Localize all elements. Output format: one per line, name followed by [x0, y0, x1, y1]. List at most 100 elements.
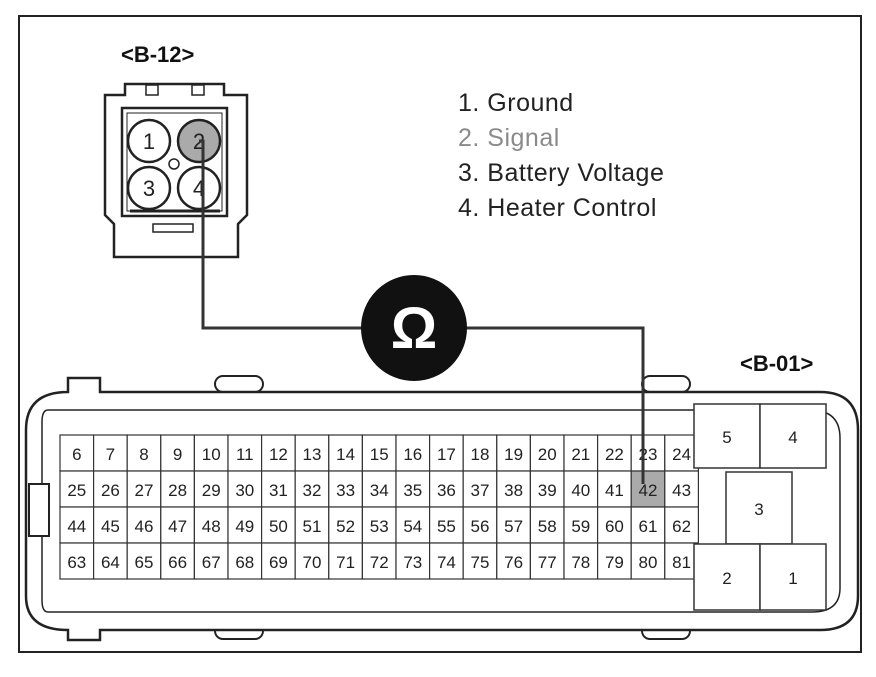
legend-item-battery-voltage: 3. Battery Voltage — [458, 159, 665, 187]
pin-number: 29 — [202, 481, 221, 500]
connector-b01-power-pin-3: 3 — [725, 471, 793, 545]
connector-b12-label: <B-12> — [121, 42, 195, 67]
connector-b01-pin-30: 30 — [227, 470, 263, 508]
pin-number: 3 — [143, 176, 155, 201]
connector-b01-pin-78: 78 — [563, 542, 599, 580]
pin-number: 39 — [538, 481, 557, 500]
pin-number: 74 — [437, 553, 456, 572]
pin-number: 75 — [471, 553, 490, 572]
pin-number: 26 — [101, 481, 120, 500]
pin-number: 32 — [303, 481, 322, 500]
connector-b01-pin-32: 32 — [294, 470, 330, 508]
pin-number: 28 — [168, 481, 187, 500]
pin-number: 24 — [672, 445, 691, 464]
pin-number: 16 — [403, 445, 422, 464]
pin-number: 57 — [504, 517, 523, 536]
pin-number: 40 — [571, 481, 590, 500]
pin-number: 50 — [269, 517, 288, 536]
connector-b01-pin-68: 68 — [227, 542, 263, 580]
pin-number: 36 — [437, 481, 456, 500]
connector-b01-pin-33: 33 — [328, 470, 363, 508]
connector-b01-pin-63: 63 — [59, 542, 95, 580]
connector-b01-pin-40: 40 — [563, 470, 599, 508]
pin-number: 37 — [471, 481, 490, 500]
connector-b01-pin-18: 18 — [462, 434, 498, 472]
pin-number: 45 — [101, 517, 120, 536]
connector-b01-pin-20: 20 — [529, 434, 565, 472]
pin-number: 61 — [639, 517, 658, 536]
pin-number: 78 — [571, 553, 590, 572]
pin-number: 81 — [672, 553, 691, 572]
connector-b12-pin-3: 3 — [126, 165, 172, 211]
pin-number: 11 — [236, 445, 254, 464]
pin-number: 49 — [235, 517, 254, 536]
connector-b01-pin-65: 65 — [126, 542, 162, 580]
pin-number: 67 — [202, 553, 221, 572]
pin-number: 7 — [106, 445, 115, 464]
connector-b12-body — [103, 82, 249, 259]
pin-number: 55 — [437, 517, 456, 536]
pin-number: 15 — [370, 445, 389, 464]
connector-b01-pin-43: 43 — [664, 470, 699, 508]
connector-b12-pin-1: 1 — [126, 118, 172, 164]
pin-number: 12 — [269, 445, 288, 464]
ohm-symbol: Ω — [391, 296, 438, 361]
legend-item-heater-control: 4. Heater Control — [458, 194, 657, 222]
pin-number: 4 — [788, 428, 797, 447]
pin-number: 80 — [639, 553, 658, 572]
pin-number: 8 — [139, 445, 148, 464]
connector-b01-pin-14: 14 — [328, 434, 363, 472]
pin-number: 30 — [235, 481, 254, 500]
connector-b01-pin-27: 27 — [126, 470, 162, 508]
connector-b01-pin-72: 72 — [361, 542, 397, 580]
connector-b01-pin-47: 47 — [160, 506, 196, 544]
connector-b01-pin-51: 51 — [294, 506, 330, 544]
pin-number: 34 — [370, 481, 389, 500]
connector-b01-pin-53: 53 — [361, 506, 397, 544]
pin-number: 79 — [605, 553, 624, 572]
connector-b01-power-pin-1: 1 — [759, 543, 827, 611]
connector-b01-pin-50: 50 — [261, 506, 296, 544]
pin-number: 65 — [135, 553, 154, 572]
connector-b01-pin-54: 54 — [395, 506, 431, 544]
connector-b01-pin-80: 80 — [630, 542, 666, 580]
pin-number: 77 — [538, 553, 557, 572]
connector-b01-pin-58: 58 — [529, 506, 565, 544]
pin-number: 23 — [639, 445, 658, 464]
connector-b01-pin-77: 77 — [529, 542, 565, 580]
connector-b01-pin-75: 75 — [462, 542, 498, 580]
connector-b12-pin-4: 4 — [176, 165, 222, 211]
pin-number: 9 — [173, 445, 182, 464]
connector-b01-pin-29: 29 — [193, 470, 229, 508]
pin-number: 31 — [269, 481, 288, 500]
legend-item-ground: 1. Ground — [458, 89, 574, 117]
pin-number: 59 — [571, 517, 590, 536]
connector-b01-pin-42: 42 — [630, 470, 666, 508]
pin-number: 1 — [143, 129, 155, 154]
connector-b01-pin-52: 52 — [328, 506, 363, 544]
connector-b01-pin-55: 55 — [429, 506, 464, 544]
connector-b01-pin-19: 19 — [496, 434, 531, 472]
connector-b01-pin-17: 17 — [429, 434, 464, 472]
connector-b01-pin-16: 16 — [395, 434, 431, 472]
connector-b01-power-pin-5: 5 — [693, 403, 761, 469]
ohmmeter: Ω — [361, 275, 467, 381]
connector-b01-pin-73: 73 — [395, 542, 431, 580]
pin-number: 76 — [504, 553, 523, 572]
connector-b01-pin-61: 61 — [630, 506, 666, 544]
connector-b01-pin-70: 70 — [294, 542, 330, 580]
connector-b01-pin-38: 38 — [496, 470, 531, 508]
pin-number: 6 — [72, 445, 81, 464]
pin-number: 5 — [722, 428, 731, 447]
connector-b01-pin-9: 9 — [160, 434, 196, 472]
pin-number: 13 — [303, 445, 322, 464]
connector-b01-pin-23: 23 — [630, 434, 666, 472]
connector-b01-pin-37: 37 — [462, 470, 498, 508]
pin-number: 52 — [336, 517, 355, 536]
connector-b01-pin-13: 13 — [294, 434, 330, 472]
pin-number: 47 — [168, 517, 187, 536]
